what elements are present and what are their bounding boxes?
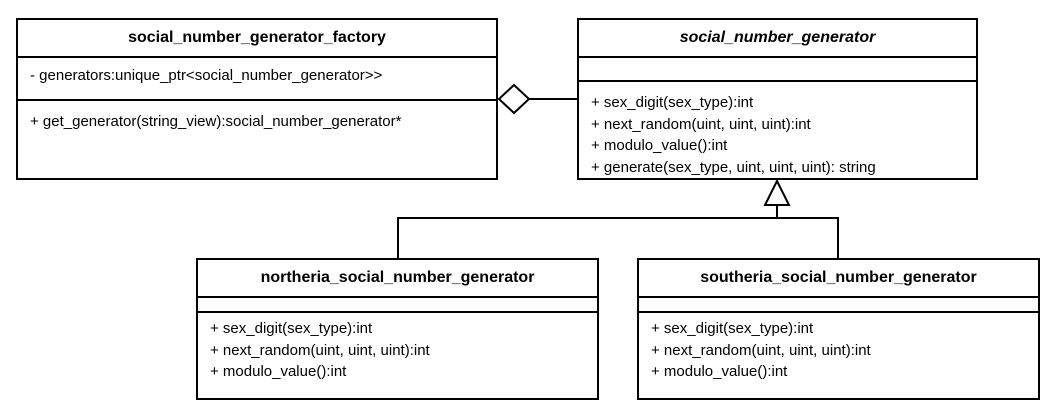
operation: + sex_digit(sex_type):int: [651, 320, 814, 337]
operation: + sex_digit(sex_type):int: [210, 320, 373, 337]
aggregation-diamond: [497, 83, 531, 115]
class-name: northeria_social_number_generator: [198, 260, 597, 298]
attributes-compartment: [198, 298, 597, 313]
operation: + next_random(uint, uint, uint):int: [591, 115, 811, 133]
operations-compartment: + get_generator(string_view):social_numb…: [18, 101, 496, 133]
class-name: southeria_social_number_generator: [639, 260, 1038, 298]
attributes-compartment: [639, 298, 1038, 313]
attributes-compartment: [579, 58, 976, 82]
class-southeria-social-number-generator[interactable]: southeria_social_number_generator + sex_…: [637, 258, 1040, 400]
operation: + get_generator(string_view):social_numb…: [30, 113, 402, 130]
class-social-number-generator-factory[interactable]: social_number_generator_factory - genera…: [16, 18, 498, 180]
operation: + modulo_value():int: [210, 363, 347, 380]
attributes-compartment: - generators:unique_ptr<social_number_ge…: [18, 58, 496, 101]
operations-compartment: + sex_digit(sex_type):int + next_random(…: [639, 313, 1038, 383]
operations-compartment: + sex_digit(sex_type):int + next_random(…: [198, 313, 597, 383]
class-name: social_number_generator: [579, 20, 976, 58]
operation: + next_random(uint, uint, uint):int: [210, 341, 430, 359]
operations-compartment: + sex_digit(sex_type):int + next_random(…: [579, 82, 976, 178]
class-name: social_number_generator_factory: [18, 20, 496, 58]
class-northeria-social-number-generator[interactable]: northeria_social_number_generator + sex_…: [196, 258, 599, 400]
attribute: - generators:unique_ptr<social_number_ge…: [30, 67, 383, 84]
generalization-arrowhead: [763, 178, 791, 206]
operation: + sex_digit(sex_type):int: [591, 94, 754, 111]
operation: + modulo_value():int: [591, 137, 728, 154]
class-social-number-generator[interactable]: social_number_generator + sex_digit(sex_…: [577, 18, 978, 180]
operation: + generate(sex_type, uint, uint, uint): …: [591, 158, 876, 176]
operation: + next_random(uint, uint, uint):int: [651, 341, 871, 359]
operation: + modulo_value():int: [651, 363, 788, 380]
